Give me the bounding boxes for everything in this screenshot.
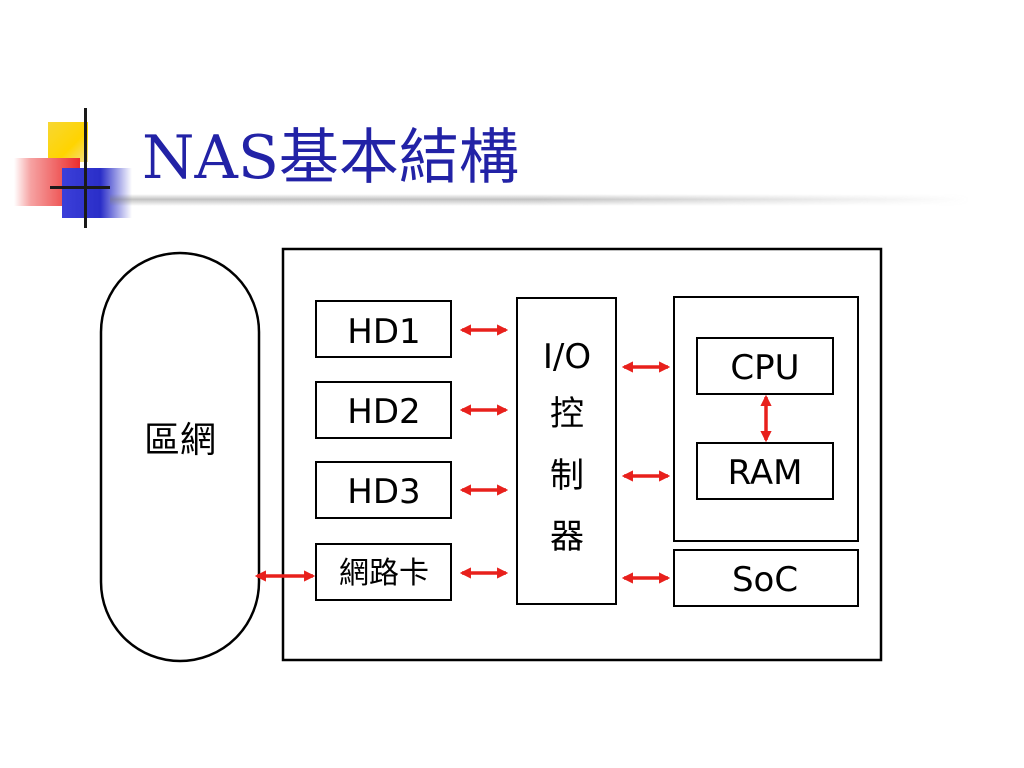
hd2-label: HD2 [347,392,420,432]
lan-label: 區網 [144,420,216,461]
hd2-box [315,381,452,439]
io-controller-line-1: I/O [543,337,591,377]
processor-group-box [673,296,859,542]
io-controller-line-3: 制 [550,456,584,496]
ornament-blue-bar [62,168,132,218]
soc-box [673,549,859,607]
io-controller-line-4: 器 [550,517,584,557]
network-card-label: 網路卡 [339,556,429,591]
cpu-label: CPU [730,348,799,388]
hd1-box [315,300,452,358]
ornament-vertical-line [84,108,87,228]
lan-cloud [99,251,261,663]
hd1-label: HD1 [347,312,420,352]
slide-title: NAS基本結構 [142,123,519,193]
hd3-label: HD3 [347,472,420,512]
soc-label: SoC [732,560,798,600]
ornament-yellow-square [48,122,88,162]
title-underline [110,194,970,206]
network-card-box [315,543,452,601]
cpu-box [696,337,834,395]
nas-enclosure [281,247,883,662]
hd3-box [315,461,452,519]
io-controller-line-2: 控 [550,394,584,434]
ram-label: RAM [728,453,803,493]
io-controller-box [516,297,617,605]
ornament-horizontal-line [50,186,110,189]
ram-box [696,442,834,500]
